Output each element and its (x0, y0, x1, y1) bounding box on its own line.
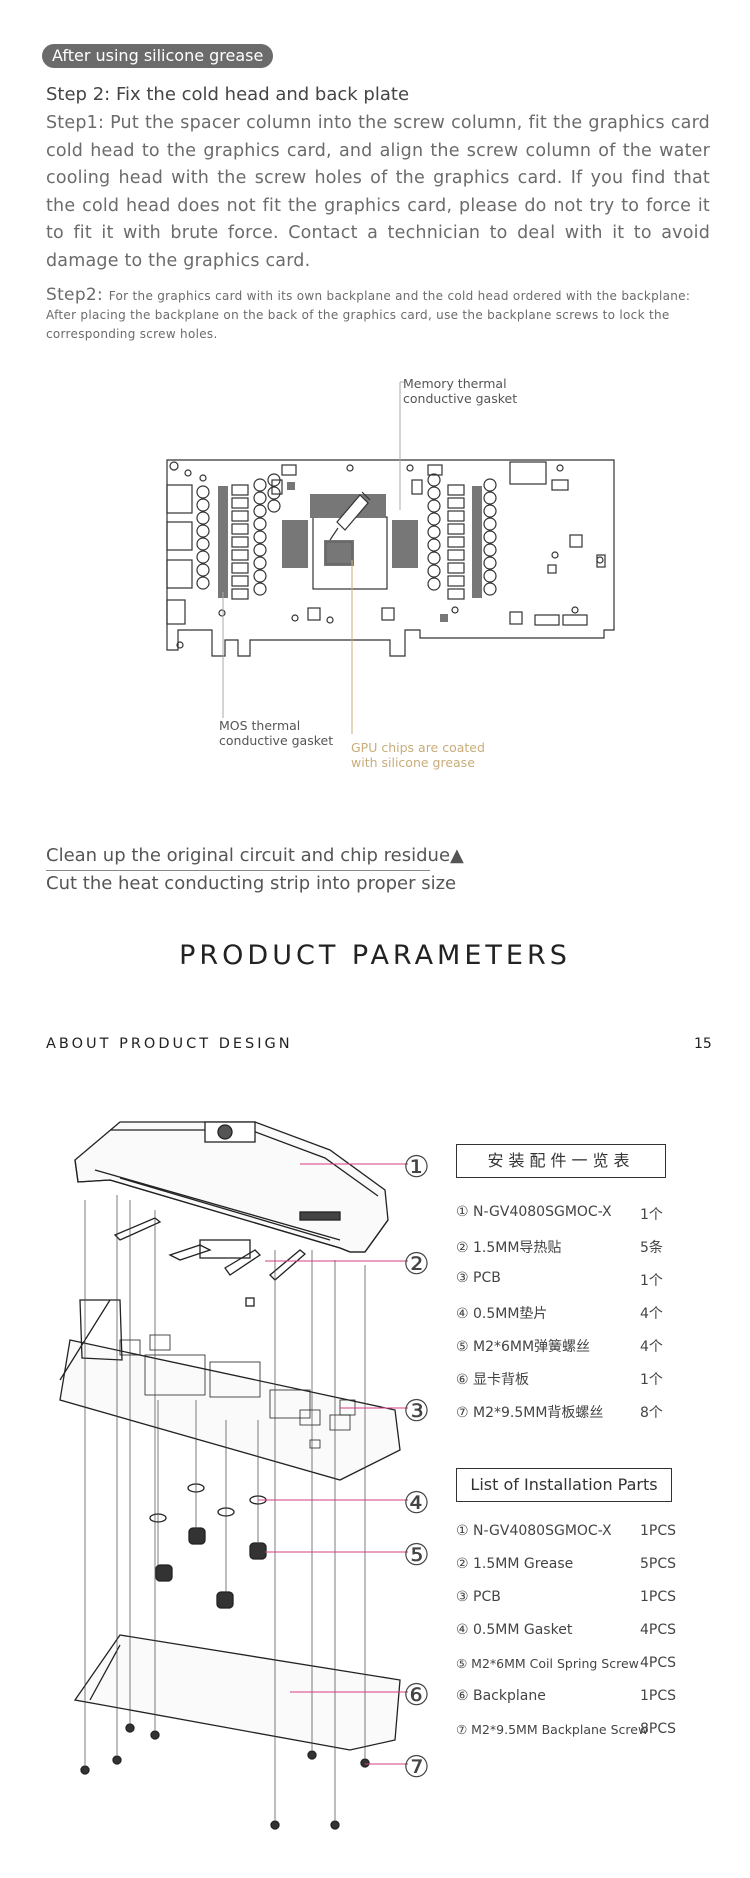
cn-part-qty: 1个 (640, 1372, 663, 1388)
callout-3: ③ (403, 1394, 430, 1429)
callout-2: ② (403, 1247, 430, 1282)
cn-part-qty: 5条 (640, 1240, 663, 1256)
cn-part-qty: 4个 (640, 1306, 663, 1322)
en-part-qty: 4PCS (640, 1622, 677, 1638)
cn-part-name: ⑥ 显卡背板 (456, 1372, 530, 1388)
about-heading: ABOUT PRODUCT DESIGN (46, 1036, 293, 1052)
exploded-view-diagram (59, 1121, 408, 1830)
cn-part-name: ④ 0.5MM垫片 (456, 1306, 548, 1322)
cn-part-name: ⑤ M2*6MM弹簧螺丝 (456, 1339, 591, 1355)
en-part-name: ④ 0.5MM Gasket (456, 1622, 573, 1638)
cn-part-qty: 8个 (640, 1405, 663, 1421)
en-part-name: ③ PCB (456, 1589, 501, 1605)
mos-label-line1: MOS thermal (219, 718, 301, 733)
cn-part-name: ② 1.5MM导热贴 (456, 1240, 562, 1256)
en-parts-title: List of Installation Parts (456, 1468, 672, 1502)
pcb-diagram (166, 381, 615, 734)
mos-label-line2: conductive gasket (219, 733, 334, 748)
en-part-name: ① N-GV4080SGMOC-X (456, 1523, 612, 1539)
en-part-qty: 5PCS (640, 1556, 677, 1572)
callout-7: ⑦ (403, 1750, 430, 1785)
en-part-qty: 1PCS (640, 1589, 677, 1605)
step2-paragraph: Step2: For the graphics card with its ow… (46, 286, 714, 344)
step-heading: Step 2: Fix the cold head and back plate (46, 84, 410, 105)
memory-label-line1: Memory thermal (403, 376, 507, 391)
gpu-label-line1: GPU chips are coated (351, 740, 485, 755)
cn-part-name: ⑦ M2*9.5MM背板螺丝 (456, 1405, 604, 1421)
cn-part-qty: 1个 (640, 1207, 663, 1223)
callout-1: ① (403, 1150, 430, 1185)
section-badge: After using silicone grease (42, 44, 274, 68)
cn-part-qty: 1个 (640, 1273, 663, 1289)
cleanup-note: Clean up the original circuit and chip r… (46, 845, 464, 866)
en-part-qty: 8PCS (640, 1721, 677, 1737)
en-part-qty: 1PCS (640, 1523, 677, 1539)
section-title: PRODUCT PARAMETERS (179, 940, 571, 971)
memory-label-line2: conductive gasket (403, 391, 518, 406)
gpu-label-line2: with silicone grease (351, 755, 475, 770)
cleanup-underline (46, 870, 430, 871)
cut-strip-note: Cut the heat conducting strip into prope… (46, 873, 457, 894)
en-part-name: ⑥ Backplane (456, 1688, 546, 1704)
callout-6: ⑥ (403, 1678, 430, 1713)
en-part-name: ⑦ M2*9.5MM Backplane Screw (456, 1722, 649, 1737)
en-part-qty: 4PCS (640, 1655, 677, 1671)
en-part-name: ⑤ M2*6MM Coil Spring Screw (456, 1656, 639, 1671)
step2-text: For the graphics card with its own backp… (46, 289, 691, 341)
cn-part-qty: 4个 (640, 1339, 663, 1355)
cn-parts-title: 安装配件一览表 (456, 1144, 666, 1178)
callout-5: ⑤ (403, 1538, 430, 1573)
page-number: 15 (694, 1036, 712, 1052)
en-part-qty: 1PCS (640, 1688, 677, 1704)
en-part-name: ② 1.5MM Grease (456, 1556, 574, 1572)
step2-lead: Step2: (46, 285, 109, 305)
callout-4: ④ (403, 1486, 430, 1521)
cn-part-name: ① N-GV4080SGMOC-X (456, 1204, 612, 1220)
step1-paragraph: Step1: Put the spacer column into the sc… (46, 113, 710, 271)
cn-part-name: ③ PCB (456, 1270, 501, 1286)
